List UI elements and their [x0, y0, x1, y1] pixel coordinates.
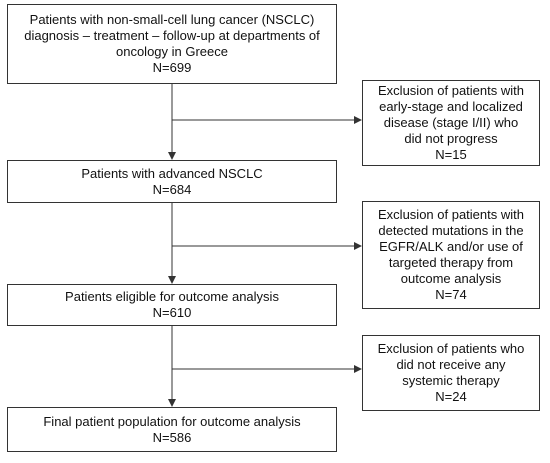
- exclusion-box-early-stage-line-1: Exclusion of patients with: [378, 83, 524, 98]
- flow-box-advanced-count: N=684: [152, 181, 192, 197]
- exclusion-box-mutations-line-1: Exclusion of patients with: [378, 207, 524, 222]
- exclusion-box-no-therapy-line-2: did not receive any: [396, 357, 506, 372]
- flow-box-advanced-line-1: Patients with advanced NSCLC: [81, 165, 263, 181]
- flow-box-eligible-count: N=610: [152, 305, 192, 320]
- exclusion-box-no-therapy: Exclusion of patients who did not receiv…: [362, 335, 540, 411]
- exclusion-box-early-stage: Exclusion of patients with early-stage a…: [362, 80, 540, 166]
- exclusion-box-mutations: Exclusion of patients with detected muta…: [362, 201, 540, 309]
- flow-box-eligible-line-1: Patients eligible for outcome analysis: [65, 289, 279, 304]
- exclusion-box-early-stage-line-4: did not progress: [404, 131, 498, 146]
- exclusion-box-early-stage-line-3: disease (stage I/II) who: [383, 115, 519, 130]
- flow-box-final-line-1: Final patient population for outcome ana…: [43, 413, 301, 429]
- flow-box-final: Final patient population for outcome ana…: [7, 407, 337, 452]
- exclusion-box-no-therapy-count: N=24: [435, 389, 467, 404]
- exclusion-box-mutations-line-2: detected mutations in the: [378, 223, 524, 238]
- flow-box-initial: Patients with non-small-cell lung cancer…: [7, 4, 337, 84]
- exclusion-box-early-stage-line-2: early-stage and localized: [379, 99, 523, 114]
- flow-box-initial-line-1: Patients with non-small-cell lung cancer…: [29, 12, 315, 27]
- exclusion-box-mutations-line-5: outcome analysis: [400, 271, 502, 286]
- exclusion-box-mutations-count: N=74: [435, 287, 467, 302]
- flow-box-initial-count: N=699: [152, 60, 192, 75]
- flow-box-initial-line-2: diagnosis – treatment – follow-up at dep…: [24, 28, 320, 43]
- flow-box-advanced: Patients with advanced NSCLC N=684: [7, 160, 337, 203]
- flow-box-eligible: Patients eligible for outcome analysis N…: [7, 284, 337, 326]
- flow-box-initial-line-3: oncology in Greece: [115, 44, 228, 59]
- exclusion-box-mutations-line-4: targeted therapy from: [388, 255, 514, 270]
- exclusion-box-no-therapy-line-1: Exclusion of patients who: [377, 341, 525, 356]
- exclusion-box-early-stage-count: N=15: [435, 147, 467, 162]
- exclusion-box-no-therapy-line-3: systemic therapy: [402, 373, 500, 388]
- exclusion-box-mutations-line-3: EGFR/ALK and/or use of: [379, 239, 523, 254]
- flow-box-final-count: N=586: [152, 429, 192, 445]
